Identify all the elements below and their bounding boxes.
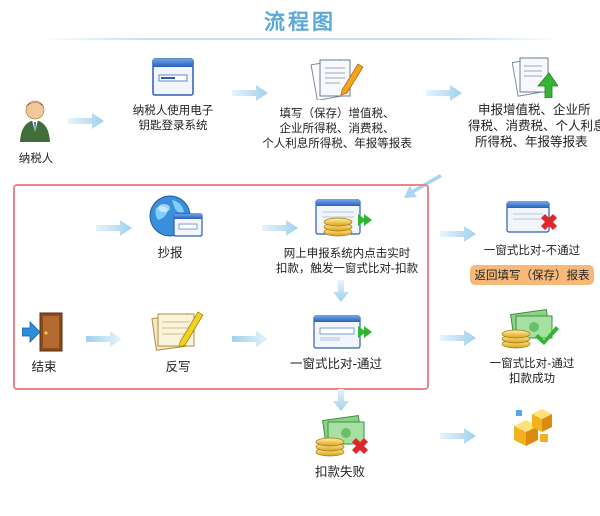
process-frame [13,184,429,390]
exit-door-icon [22,312,63,352]
arrow-down [333,280,349,302]
node-fill-label: 填写（保存）增值税、 企业所得税、消费税、 个人利息所得税、年报等报表 [262,106,412,150]
arrow-right [232,85,268,101]
money-cross-icon [315,415,368,457]
page-title: 流程图 [264,10,336,34]
node-taxpayer-label: 纳税人 [18,151,54,165]
arrow-left [86,331,122,347]
node-compare-fail-label: 一窗式比对-不通过 [483,243,581,257]
node-declare-label: 申报增值税、企业所 得税、消费税、个人利息 所得税、年报等报表 [468,102,600,149]
node-compare-pass-label: 一窗式比对-通过 [289,356,382,371]
node-pay-success-label: 一窗式比对-通过 扣款成功 [489,356,575,385]
arrow-left [232,331,268,347]
arrow-down [333,389,349,411]
node-online-pay-label: 网上申报系统内点击实时 扣款，触发一窗式比对-扣款 [275,246,419,275]
notepad-pen-icon [151,311,204,351]
arrow-right [68,113,104,129]
return-fill-badge[interactable]: 返回填写（保存）报表 [470,265,594,285]
document-upload-icon [512,57,558,98]
node-reverse-write-label: 反写 [165,359,191,374]
coins-window-forward-icon [315,199,372,237]
document-pen-icon [310,59,364,100]
arrow-right [262,220,298,236]
node-login-label: 纳税人使用电子 钥匙登录系统 [132,103,214,132]
title-divider [40,38,560,40]
globe-window-icon [149,195,203,237]
node-copy-label: 抄报 [157,245,183,260]
arrow-right [426,85,462,101]
node-pay-fail-label: 扣款失败 [314,464,365,479]
arrow-right [440,428,476,444]
arrow-right [96,220,132,236]
money-check-icon [501,309,559,349]
arrow-right [440,330,476,346]
arrow-diagonal [404,174,442,198]
window-forward-icon [313,315,372,349]
arrow-right [440,226,476,242]
node-end-label: 结束 [31,359,57,374]
person-icon [20,100,50,142]
cubes-icon [514,409,552,446]
browser-window-icon [152,58,194,96]
window-error-icon [506,201,557,233]
